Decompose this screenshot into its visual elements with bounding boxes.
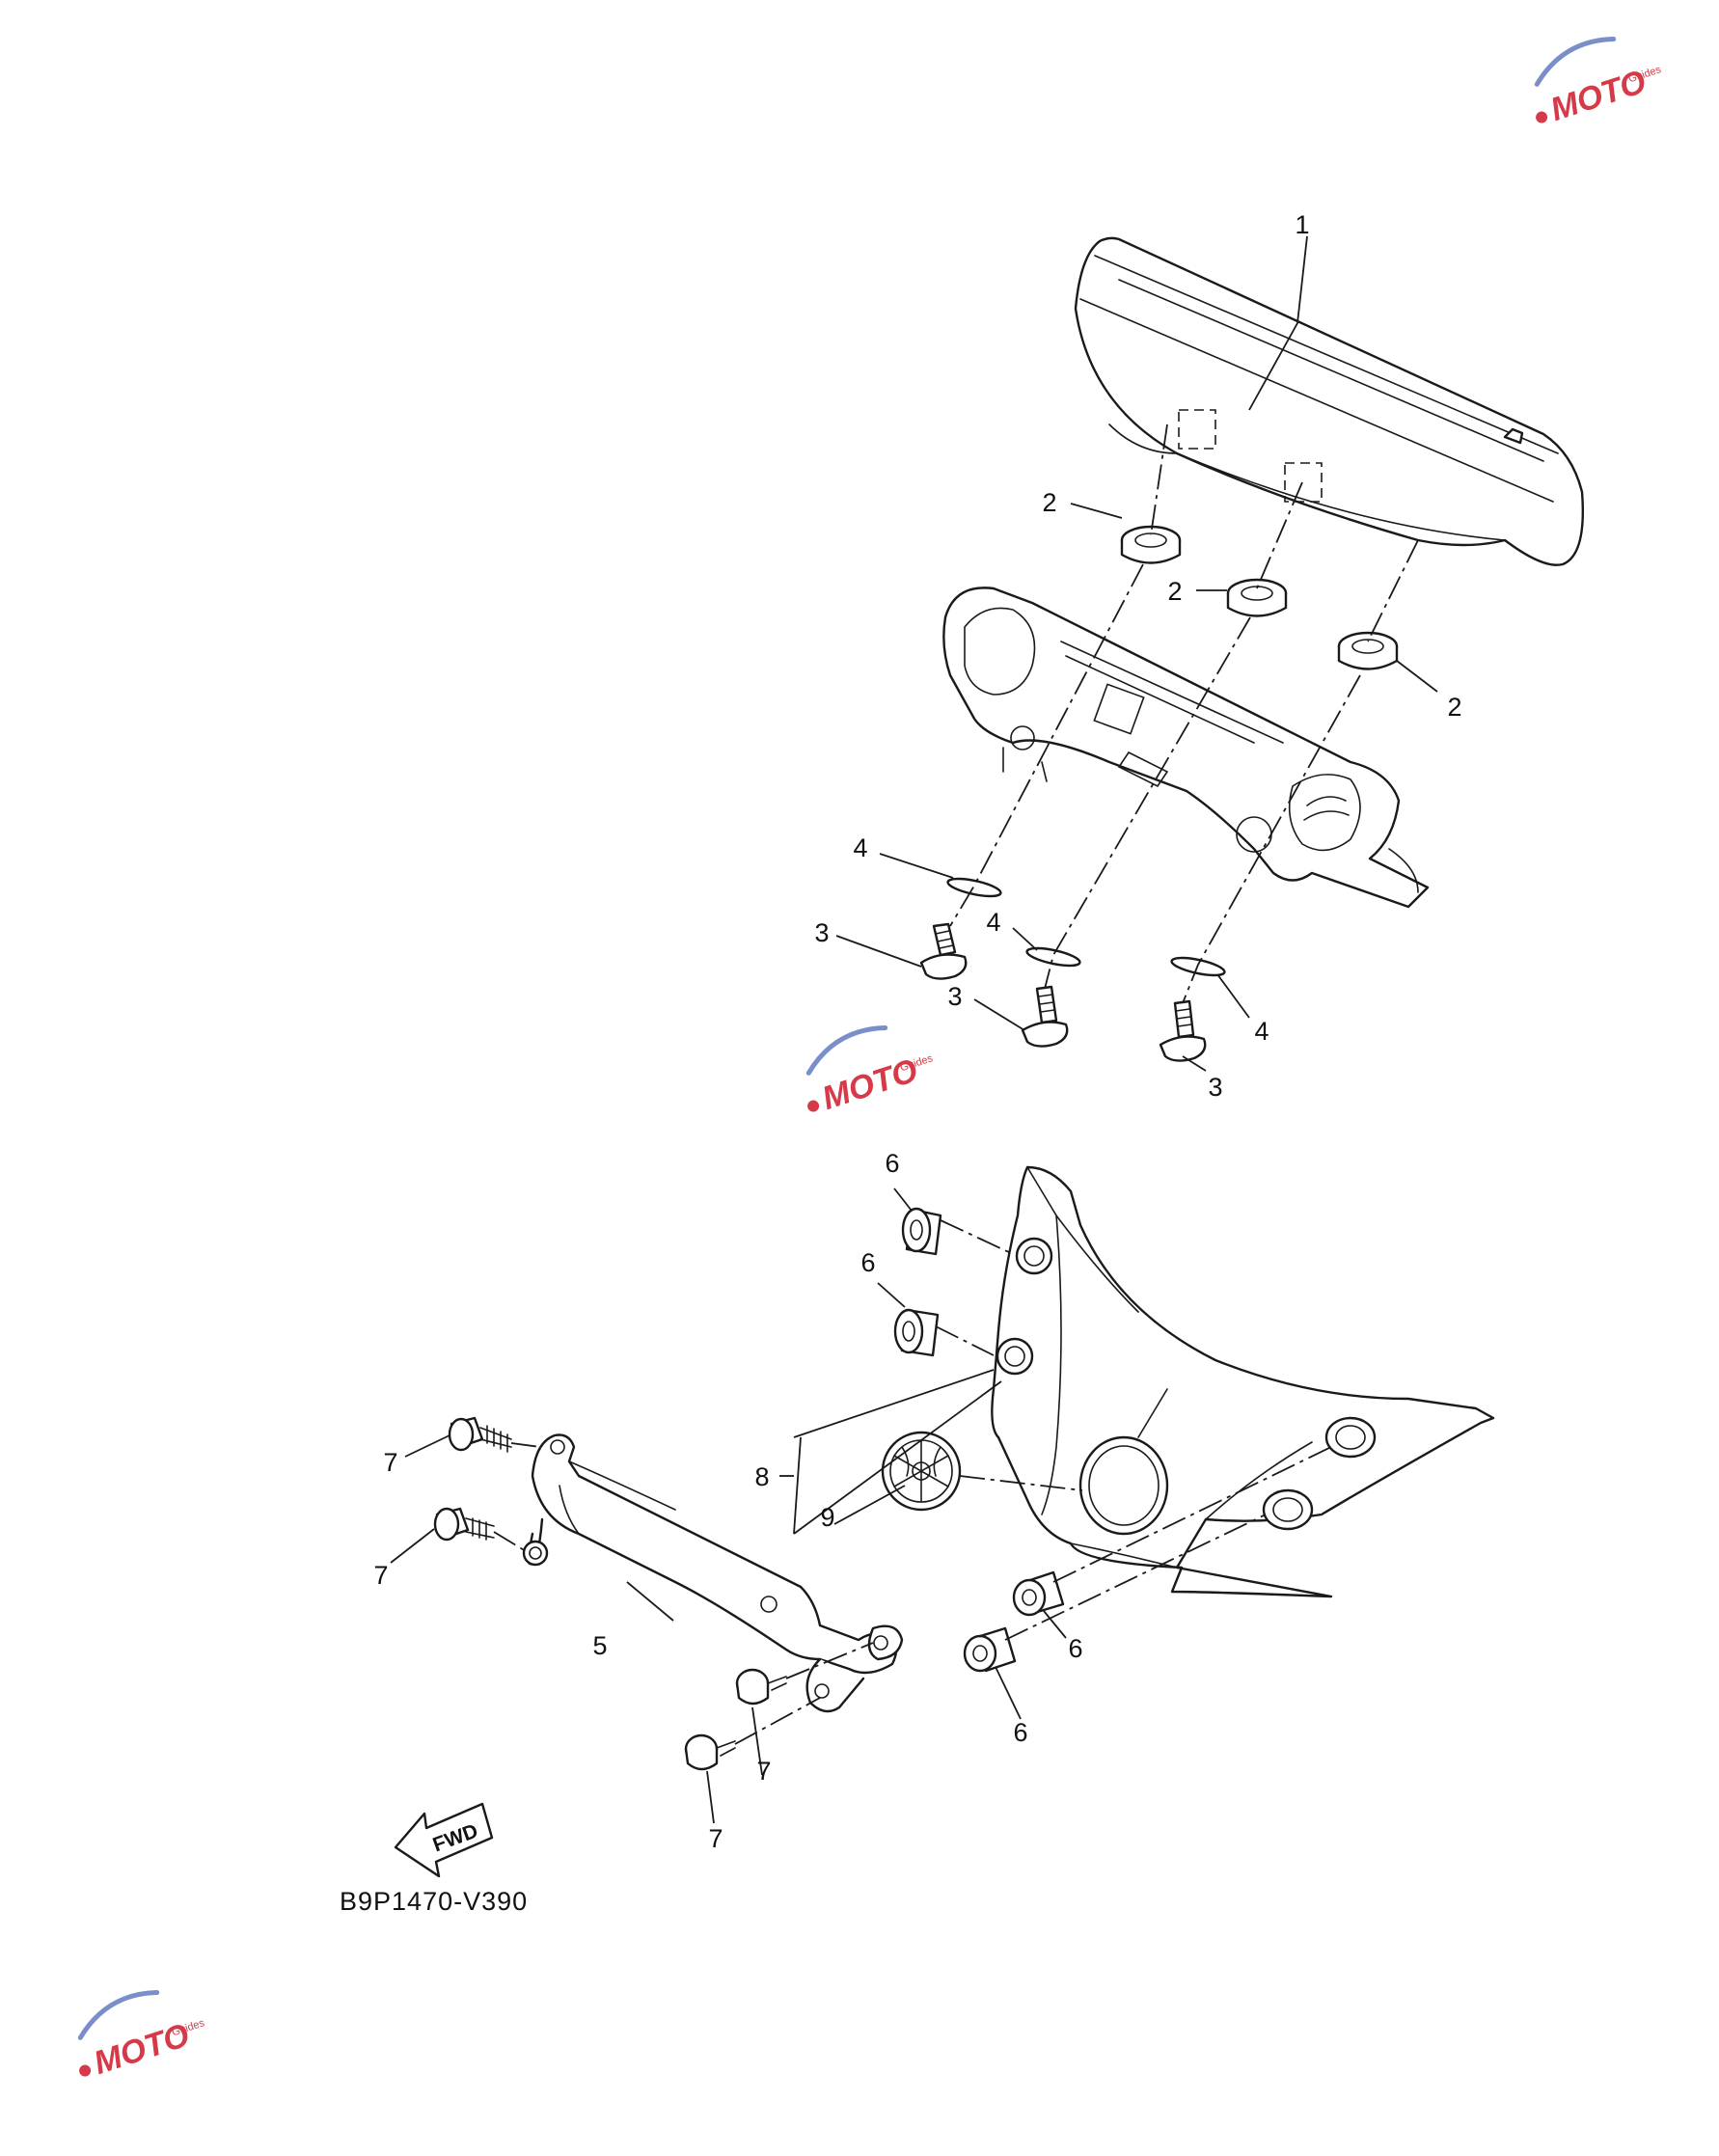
- collar-6b: [893, 1308, 940, 1357]
- callout-2b: 2: [1167, 577, 1182, 606]
- callout-7d: 7: [708, 1824, 723, 1853]
- grommet-2b: [1226, 578, 1288, 617]
- callout-1: 1: [1295, 210, 1309, 239]
- watermark-top-right: MOTO Guides: [1534, 37, 1663, 128]
- callout-5: 5: [592, 1631, 607, 1660]
- emblem-9: [881, 1431, 962, 1512]
- collar-6a: [901, 1207, 942, 1256]
- meter-assembly: [1074, 236, 1584, 566]
- stay-5: [522, 1433, 904, 1713]
- bolt-7a: [448, 1416, 512, 1453]
- meter-bracket: [942, 587, 1430, 909]
- washer-4b: [1025, 946, 1081, 968]
- callout-4b: 4: [986, 908, 1000, 937]
- callout-2c: 2: [1447, 693, 1461, 722]
- grommet-2c: [1337, 631, 1399, 670]
- callout-6c: 6: [1068, 1634, 1082, 1663]
- callout-2a: 2: [1042, 488, 1056, 517]
- callout-6d: 6: [1013, 1718, 1027, 1747]
- diagram-code: B9P1470-V390: [340, 1887, 528, 1916]
- callout-8: 8: [754, 1462, 769, 1491]
- callout-6b: 6: [860, 1248, 875, 1277]
- screw-3a: [919, 922, 968, 980]
- callout-labels: 1 2 2 2 4 3 4 3 4 3 6 6 8 9 7 7 5 6 6 7 …: [373, 210, 1461, 1853]
- callout-4c: 4: [1254, 1017, 1269, 1046]
- callout-7c: 7: [756, 1757, 771, 1786]
- meter-cowl: [991, 1165, 1495, 1598]
- callout-9: 9: [820, 1503, 834, 1532]
- collar-6c: [1012, 1570, 1065, 1617]
- screw-3b: [1021, 985, 1069, 1048]
- grommet-2a: [1120, 525, 1182, 564]
- leader-lines: [390, 235, 1438, 1824]
- washer-4a: [946, 877, 1002, 898]
- bolt-7b: [433, 1507, 495, 1542]
- screw-3c: [1159, 999, 1207, 1062]
- callout-4a: 4: [853, 833, 867, 862]
- callout-3a: 3: [814, 918, 829, 947]
- callout-3c: 3: [1208, 1073, 1222, 1102]
- callout-3b: 3: [947, 982, 962, 1011]
- fwd-arrow-icon: FWD: [394, 1802, 494, 1878]
- bolt-7d: [684, 1733, 736, 1771]
- callout-6a: 6: [885, 1149, 899, 1178]
- callout-7a: 7: [383, 1448, 397, 1477]
- bolt-7c: [735, 1668, 787, 1706]
- callout-7b: 7: [373, 1561, 388, 1590]
- watermark-bottom-left: MOTO Guides: [77, 1990, 206, 2082]
- watermark-middle: MOTO Guides: [805, 1025, 935, 1117]
- collar-6d: [963, 1626, 1017, 1673]
